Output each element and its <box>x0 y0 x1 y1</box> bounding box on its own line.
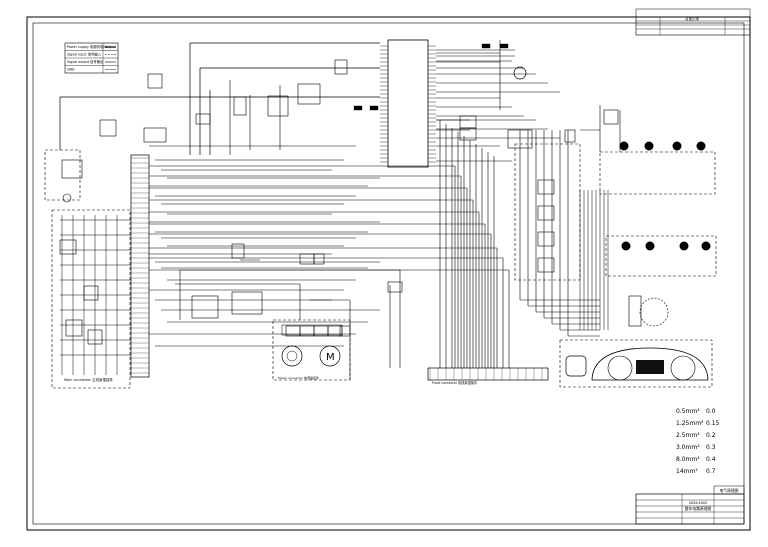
component-box <box>339 325 351 337</box>
legend-row-gnd: GND <box>67 68 75 72</box>
rear-lamp-blocks <box>599 141 717 277</box>
wire-spec-code-5: 0.7 <box>706 468 716 475</box>
left-dashed-enclosure <box>51 209 131 389</box>
wire-spec-code-0: 0.0 <box>706 408 716 415</box>
component-box <box>87 329 103 345</box>
component-box <box>537 205 555 221</box>
component-box <box>83 285 99 301</box>
motor-block: M <box>272 319 351 381</box>
connector-pin <box>369 105 379 111</box>
component-box <box>61 159 83 179</box>
wire-spec-code-3: 0.3 <box>706 444 716 451</box>
component-box <box>299 253 315 265</box>
connector-pin <box>353 105 363 111</box>
wire-spec-code-1: 0.15 <box>706 420 720 427</box>
component-box <box>231 243 245 259</box>
company-name: 电气原理图 <box>720 488 739 493</box>
component-box <box>537 179 555 195</box>
component-box <box>313 325 329 337</box>
component-box <box>327 325 343 337</box>
component-box <box>564 129 576 143</box>
wiring-network <box>59 40 621 380</box>
wire-spec-row-5: 14mm² <box>676 468 698 475</box>
inner-border <box>32 22 745 525</box>
instrument-cluster <box>559 339 713 388</box>
component-box <box>459 127 477 141</box>
component-box <box>537 257 555 273</box>
drawing-title: 整车电路原理图 <box>685 506 712 511</box>
component-box <box>313 253 325 265</box>
wire-spec-code-2: 0.2 <box>706 432 716 439</box>
component-box <box>59 239 77 255</box>
bottom-connector-strip <box>427 367 549 381</box>
component-box <box>334 59 348 75</box>
wire-spec-row-0: 0.5mm² <box>676 408 700 415</box>
component-box <box>267 95 289 117</box>
component-box <box>387 281 403 293</box>
main-connector-label: Main connector 主线束插接件 <box>64 377 114 382</box>
horn-symbol <box>513 66 527 80</box>
main-controller <box>380 39 436 168</box>
component-box <box>603 109 619 125</box>
power-connector-label: Power connector 电源插接件 <box>278 375 319 380</box>
ground-symbol <box>62 193 72 203</box>
wire-spec-row-1: 1.25mm² <box>676 420 704 427</box>
legend-row-signal-out: Signal output 信号输出 <box>67 59 103 64</box>
right-module-enclosure <box>514 143 581 281</box>
wire-spec-row-2: 2.5mm² <box>676 432 700 439</box>
component-box <box>285 325 301 337</box>
component-box <box>147 73 163 89</box>
left-harness-connector <box>130 154 150 378</box>
front-connector-label: Front connector 前线束插接件 <box>432 380 478 385</box>
component-box <box>297 83 321 105</box>
component-box <box>628 295 642 327</box>
component-box <box>299 325 315 337</box>
legend-row-power: Power supply 电源供电(B+) <box>67 44 111 49</box>
component-box <box>99 119 117 137</box>
left-relay-enclosure <box>44 149 81 201</box>
component-box <box>195 113 211 125</box>
component-box <box>191 295 219 319</box>
motor-symbol: M <box>326 352 335 363</box>
component-box <box>537 231 555 247</box>
wire-spec-row-3: 3.0mm² <box>676 444 700 451</box>
legend-row-signal-in: Signal input 信号输入 <box>67 52 102 57</box>
title-block: 电气原理图 整车电路原理图 XXXX-XXXX <box>635 485 745 525</box>
wire-spec-table: 0.5mm² 0.0 1.25mm² 0.15 2.5mm² 0.2 3.0mm… <box>676 408 720 475</box>
component-box <box>233 96 247 116</box>
component-box <box>507 129 533 149</box>
component-box <box>459 115 477 129</box>
steering-switch <box>639 297 669 327</box>
signal-legend: Power supply 电源供电(B+) Signal input 信号输入 … <box>64 42 119 74</box>
component-box <box>231 291 263 315</box>
revision-block: 变更记录 <box>635 8 751 36</box>
outer-border <box>26 16 751 531</box>
revision-title: 变更记录 <box>685 16 699 21</box>
connector-pin <box>499 43 509 49</box>
component-symbols <box>59 43 642 345</box>
wire-spec-code-4: 0.4 <box>706 456 716 463</box>
component-box <box>65 319 83 337</box>
doc-code: XXXX-XXXX <box>689 501 708 505</box>
wire-spec-row-4: 8.0mm² <box>676 456 700 463</box>
component-box <box>143 127 167 143</box>
connector-pin <box>481 43 491 49</box>
